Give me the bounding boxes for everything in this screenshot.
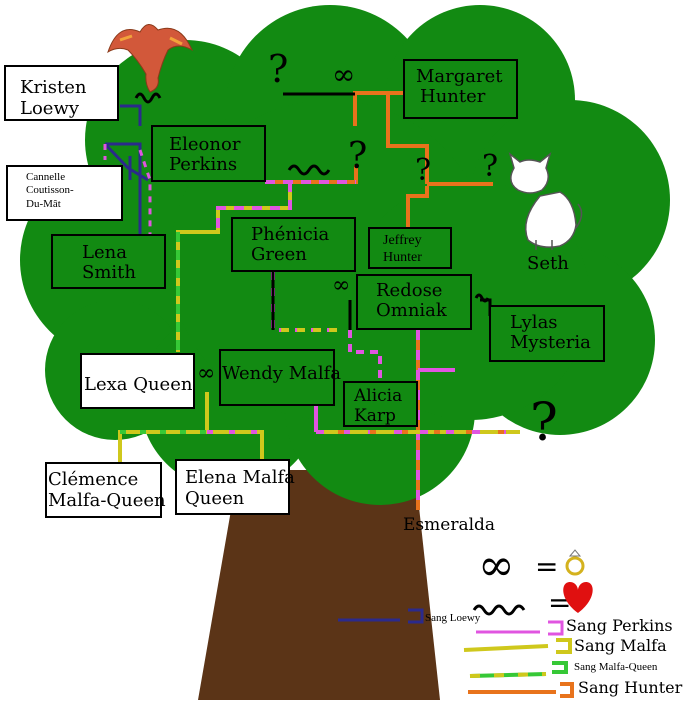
marriage-symbol: ∞ — [332, 58, 355, 91]
person-box-phenicia — [231, 217, 356, 272]
person-name: Redose — [376, 280, 442, 301]
person-name: Lexa Queen — [84, 374, 193, 395]
person-name: Loewy — [20, 98, 80, 119]
cat-icon — [508, 151, 583, 250]
person-name: Lylas — [510, 312, 558, 333]
tree-trunk — [198, 470, 440, 700]
person-name: Wendy Malfa — [222, 363, 341, 384]
person-name: Smith — [82, 262, 136, 283]
person-name: Lena — [82, 242, 127, 263]
person-name: Clémence — [48, 469, 138, 490]
person-box-margaret — [403, 59, 518, 119]
unknown-marker: ? — [268, 47, 288, 91]
legend-label-malfa-queen: Sang Malfa-Queen — [574, 661, 658, 673]
person-name: Elena Malfa — [185, 467, 295, 488]
person-name: Jeffrey — [383, 233, 422, 248]
person-name: Green — [251, 244, 307, 265]
marriage-symbol: ∞ — [197, 361, 215, 386]
person-box-wendy — [219, 349, 335, 406]
person-name: Cannelle — [26, 171, 65, 183]
loewy-lines — [103, 104, 152, 234]
person-box-elena — [175, 459, 290, 515]
person-name: Karp — [354, 406, 396, 426]
legend-equals: = — [535, 550, 558, 583]
person-name: Alicia — [353, 386, 402, 406]
unknown-marker: ? — [415, 153, 431, 188]
legend-marriage-symbol: ∞ — [478, 540, 515, 591]
person-name: Coutisson- — [26, 184, 74, 196]
person-box-jeffrey — [368, 227, 452, 269]
legend: ∞ = = Sang Loewy Sang Perkins Sang Malfa… — [338, 540, 683, 698]
person-box-alicia — [343, 381, 418, 427]
person-name: Perkins — [169, 154, 237, 175]
person-box-cannelle — [6, 165, 123, 221]
legend-line-hunter — [468, 682, 574, 698]
person-name-esmeralda: Esmeralda — [403, 515, 495, 535]
person-name-seth: Seth — [527, 253, 569, 274]
person-name: Queen — [185, 488, 245, 509]
legend-love-squiggle — [472, 604, 526, 616]
person-name: Hunter — [420, 86, 486, 107]
unknown-marker: ? — [348, 136, 367, 177]
unknown-marker: ? — [482, 149, 498, 184]
marriage-symbol: ∞ — [332, 273, 350, 298]
legend-line-loewy — [338, 608, 424, 624]
legend-label-perkins: Sang Perkins — [566, 616, 673, 635]
person-name: Kristen — [20, 77, 87, 98]
person-name: Margaret — [416, 66, 503, 87]
legend-line-perkins — [476, 620, 564, 636]
person-name: Du-Mât — [26, 198, 61, 210]
love-squiggle-icon — [134, 92, 490, 303]
person-name: Malfa-Queen — [48, 490, 166, 511]
legend-line-malfa-queen — [469, 661, 568, 678]
person-name: Eleonor — [169, 134, 241, 155]
malfa-lines — [118, 392, 520, 462]
person-box-lexa — [80, 353, 195, 409]
legend-label-hunter: Sang Hunter — [578, 678, 683, 697]
ring-icon — [565, 549, 585, 576]
person-box-lena — [51, 234, 166, 289]
person-name: Hunter — [383, 250, 422, 265]
person-name: Phénicia — [251, 224, 330, 245]
person-name: Omniak — [376, 300, 448, 321]
legend-label-loewy: Sang Loewy — [425, 612, 481, 624]
dragon-icon — [107, 24, 194, 93]
legend-line-malfa — [463, 638, 572, 654]
unknown-marker: ? — [530, 393, 558, 453]
person-name: Mysteria — [510, 332, 591, 353]
person-box-redose — [356, 274, 472, 330]
legend-label-malfa: Sang Malfa — [574, 636, 667, 655]
heart-icon — [563, 582, 593, 613]
person-box-kristen — [4, 65, 119, 121]
person-box-lylas — [489, 305, 605, 362]
person-box-eleonor — [151, 125, 266, 182]
person-box-clemence — [45, 462, 162, 518]
